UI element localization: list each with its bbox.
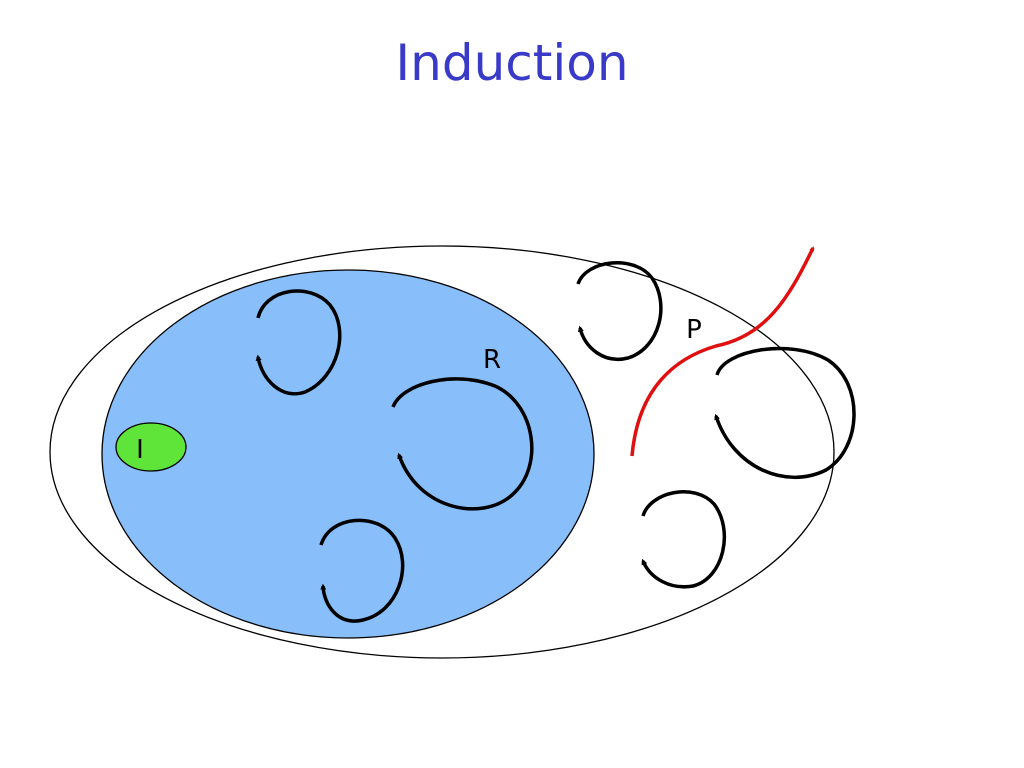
slide-title: Induction (395, 34, 629, 92)
loop-arrow-p-top (576, 260, 663, 361)
loop-arrow-r-large (391, 377, 534, 511)
label-property: P (686, 315, 702, 345)
loop-arrow-p-bottom (641, 490, 727, 589)
initial-set-ellipse (115, 422, 187, 472)
violation-path-arrow (630, 246, 815, 457)
loop-arrow-r-top (255, 289, 342, 396)
loop-arrow-outside-right (714, 346, 856, 480)
reachable-set-ellipse (101, 269, 595, 639)
loop-arrow-r-bottom (319, 518, 405, 623)
label-initial: I (136, 435, 144, 465)
label-reachable: R (483, 345, 501, 375)
